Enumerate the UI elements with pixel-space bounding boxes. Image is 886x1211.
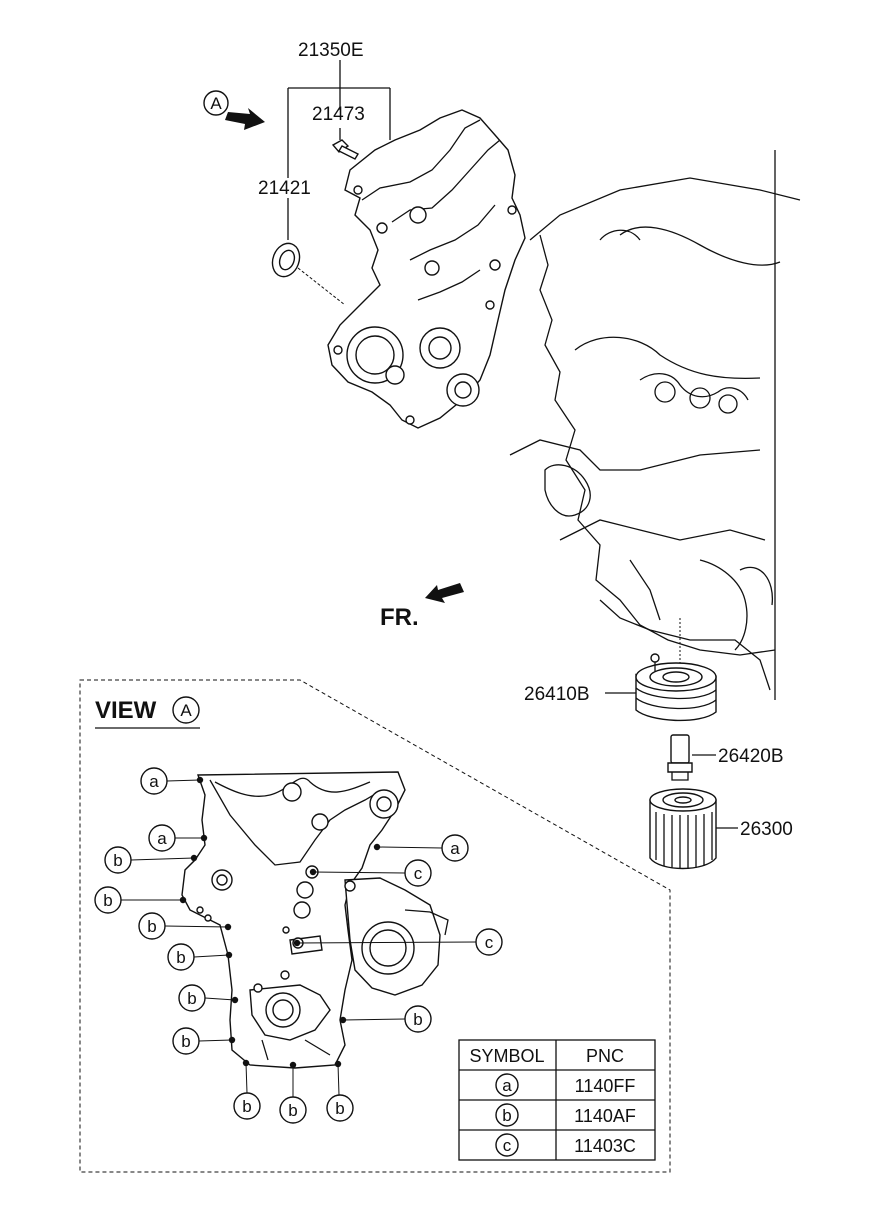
table-row: c 11403C [495,1133,636,1157]
table-row: a 1140FF [495,1073,636,1097]
table-header-symbol: SYMBOL [469,1046,544,1066]
symbol-c-1: c [404,859,432,887]
symbol-pnc-table: SYMBOL PNC a 1140FF b 1140AF c 11403C [458,1039,656,1161]
engine-block [509,150,801,700]
svg-text:b: b [242,1097,251,1116]
svg-text:a: a [157,829,167,848]
symbol-c-2: c [475,928,503,956]
leader-lines-top [287,60,391,240]
symbol-b-10: b [404,1005,432,1033]
front-label: FR. [380,604,419,631]
table-row: b 1140AF [495,1103,636,1127]
view-direction-arrow-icon [225,108,265,130]
symbol-a-top: a [140,767,168,795]
view-title-letter: A [180,701,192,720]
callout-26410B: 26410B [524,684,590,705]
timing-cover-drawing [327,109,526,429]
view-title: VIEW [95,697,157,724]
symbol-a-right: a [441,834,469,862]
callout-21350E: 21350E [298,40,364,61]
view-a-marker-letter: A [210,94,222,113]
svg-text:b: b [335,1099,344,1118]
svg-text:b: b [181,1032,190,1051]
symbol-b-5: b [178,984,206,1012]
view-a-panel-border [79,679,671,1173]
table-header-pnc: PNC [586,1046,624,1066]
svg-text:a: a [450,839,460,858]
symbol-b-4: b [167,943,195,971]
symbol-b-6: b [172,1027,200,1055]
oil-filter-26300-drawing [649,788,717,870]
symbol-a-left: a [148,824,176,852]
oil-seal-21421-drawing [271,242,346,306]
front-direction-arrow-icon [425,583,464,603]
view-title-circle [172,696,200,724]
symbol-b-3: b [138,912,166,940]
symbol-b-1: b [104,846,132,874]
cover-rear-view-drawing [181,771,449,1069]
callout-21473: 21473 [312,104,365,125]
symbol-leader-lines [121,779,477,1097]
svg-text:b: b [113,851,122,870]
symbol-b-9: b [326,1094,354,1122]
svg-text:c: c [414,864,423,883]
symbol-b-7: b [233,1092,261,1120]
symbol-b-2: b [94,886,122,914]
front-marker: FR. [380,583,464,631]
callout-26300: 26300 [740,819,793,840]
table-row-pnc: 1140AF [574,1106,636,1126]
table-row-pnc: 11403C [574,1136,636,1156]
callout-21421: 21421 [258,178,311,199]
table-row-pnc: 1140FF [575,1076,636,1096]
svg-text:b: b [288,1101,297,1120]
table-row-symbol: a [502,1076,512,1095]
bolt-21473-drawing [331,139,359,160]
svg-text:c: c [485,933,494,952]
svg-text:a: a [149,772,159,791]
fitting-26420B-drawing [667,734,693,781]
symbol-b-8: b [279,1096,307,1124]
svg-text:b: b [187,989,196,1008]
svg-text:b: b [147,917,156,936]
oil-cooler-26410B-drawing [635,653,717,722]
view-a-marker: A [203,90,265,130]
callout-26420B: 26420B [718,746,784,767]
svg-text:b: b [103,891,112,910]
table-row-symbol: b [502,1106,511,1125]
svg-text:b: b [176,948,185,967]
svg-text:b: b [413,1010,422,1029]
table-row-symbol: c [503,1136,512,1155]
symbol-callouts: a a b b b b b b b b b b a c c [94,767,503,1124]
